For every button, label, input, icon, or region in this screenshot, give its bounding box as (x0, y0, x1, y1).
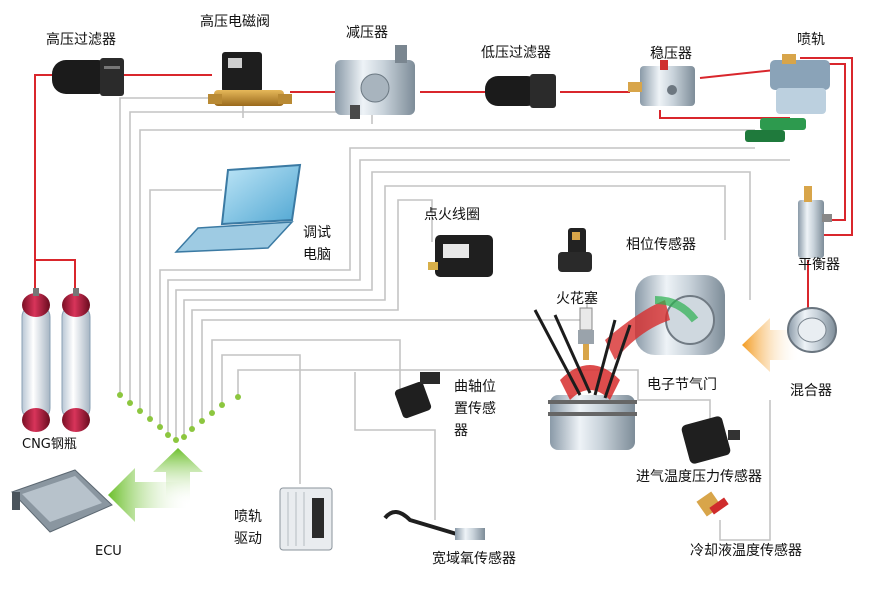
gas-line-tank-to-filter (34, 74, 52, 295)
wire-ignition (191, 199, 433, 429)
wideband-o2-sensor-icon (383, 510, 485, 540)
gas-line-regulator-to-rail (699, 69, 776, 79)
rail-driver-icon (279, 487, 333, 551)
pressure-regulator-icon (628, 60, 695, 106)
label-pressure-reducer: 减压器 (346, 25, 388, 41)
crank-sensor-icon (394, 372, 440, 419)
label-low-pressure-filter: 低压过滤器 (481, 45, 551, 61)
wire-wideband (354, 372, 436, 520)
label-spark-plug: 火花塞 (556, 291, 598, 307)
low-pressure-filter-icon (485, 74, 556, 108)
label-cng-cylinder: CNG钢瓶 (22, 437, 77, 452)
wire-pressure-reducer (129, 111, 373, 403)
label-crank-sensor: 曲轴位置传感器 (454, 379, 496, 439)
bus-dots (117, 392, 241, 443)
gas-line (34, 57, 853, 310)
gas-line-tank2 (35, 259, 76, 295)
ecu-icon (11, 469, 113, 533)
arrow-up-bus (153, 448, 203, 505)
wire-balancer (159, 147, 755, 427)
wire-rail-driver (221, 354, 301, 484)
wire-high-pressure-solenoid (119, 97, 244, 395)
pressure-reducer-icon (335, 45, 415, 119)
wire-intake (237, 369, 711, 420)
coolant-temp-sensor-icon (696, 491, 729, 517)
wire-coolant (719, 400, 771, 541)
high-pressure-solenoid-icon (208, 52, 292, 106)
fuel-rail-icon (745, 54, 830, 142)
gas-line-reg-to-rail-low (659, 110, 790, 119)
wire-rail-2 (167, 159, 790, 435)
cng-cylinder-icon (21, 288, 91, 432)
label-phase-sensor: 相位传感器 (626, 237, 696, 253)
electronic-throttle-icon (605, 275, 725, 360)
label-ignition-coil: 点火线圈 (424, 207, 480, 223)
wire-throttle (175, 171, 751, 440)
arrow-air-intake (742, 318, 800, 372)
engine-cylinder-icon (533, 309, 637, 450)
label-high-pressure-solenoid: 高压电磁阀 (200, 14, 270, 30)
intake-temp-pressure-sensor-icon (681, 416, 740, 464)
signal-wires (119, 97, 790, 541)
ignition-coil-icon (428, 235, 493, 277)
wire-fuel-rail (139, 129, 755, 411)
label-coolant-temp-sensor: 冷却液温度传感器 (690, 543, 802, 559)
spark-plug-icon (578, 307, 594, 360)
wire-phase (183, 185, 726, 437)
arrow-to-ecu (108, 468, 190, 522)
laptop-icon (174, 163, 302, 253)
high-pressure-filter-icon (52, 58, 124, 96)
wire-spark (201, 300, 588, 421)
label-high-pressure-filter: 高压过滤器 (46, 32, 116, 48)
wire-crank (211, 339, 401, 413)
label-mixer: 混合器 (790, 383, 832, 399)
label-pressure-regulator: 稳压器 (650, 46, 692, 62)
label-electronic-throttle: 电子节气门 (647, 377, 717, 393)
label-debug-computer: 调试电脑 (303, 225, 331, 263)
mixer-icon (787, 307, 837, 353)
label-rail-driver: 喷轨驱动 (234, 509, 262, 547)
label-fuel-rail: 喷轨 (797, 32, 825, 48)
label-intake-temp-pressure-sensor: 进气温度压力传感器 (636, 469, 762, 485)
wire-laptop (149, 189, 222, 419)
phase-sensor-icon (558, 228, 592, 272)
label-ecu: ECU (95, 544, 122, 559)
label-balancer: 平衡器 (798, 257, 840, 273)
gas-line-rail-to-balancer-2 (800, 57, 853, 236)
balancer-icon (798, 186, 832, 258)
label-wideband-o2-sensor: 宽域氧传感器 (432, 551, 516, 567)
